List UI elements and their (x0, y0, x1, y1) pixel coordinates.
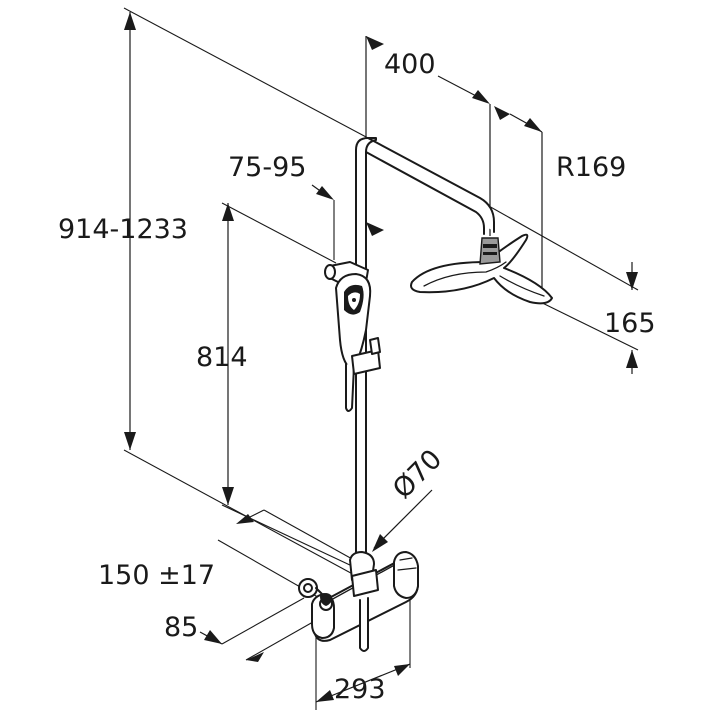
dim-head-height: 165 (604, 308, 656, 339)
dimension-labels: 914-1233 400 R169 75-95 165 814 Ø70 150 … (58, 49, 656, 705)
rain-shower-head (410, 233, 553, 305)
dim-total-height: 914-1233 (58, 214, 188, 245)
dim-head-radius: R169 (556, 152, 626, 183)
shower-rail (355, 137, 495, 561)
thermostatic-mixer (298, 551, 419, 652)
dim-bar-diameter: Ø70 (387, 444, 448, 505)
dim-mixer-width: 293 (334, 674, 386, 705)
dim-holder-offset: 75-95 (228, 152, 306, 183)
hand-shower (324, 261, 381, 412)
dim-inlet-spacing: 150 ±17 (98, 560, 215, 591)
dim-wall-offset: 85 (164, 612, 198, 643)
dim-bar-height: 814 (196, 342, 248, 373)
dim-arm-length: 400 (384, 49, 436, 80)
